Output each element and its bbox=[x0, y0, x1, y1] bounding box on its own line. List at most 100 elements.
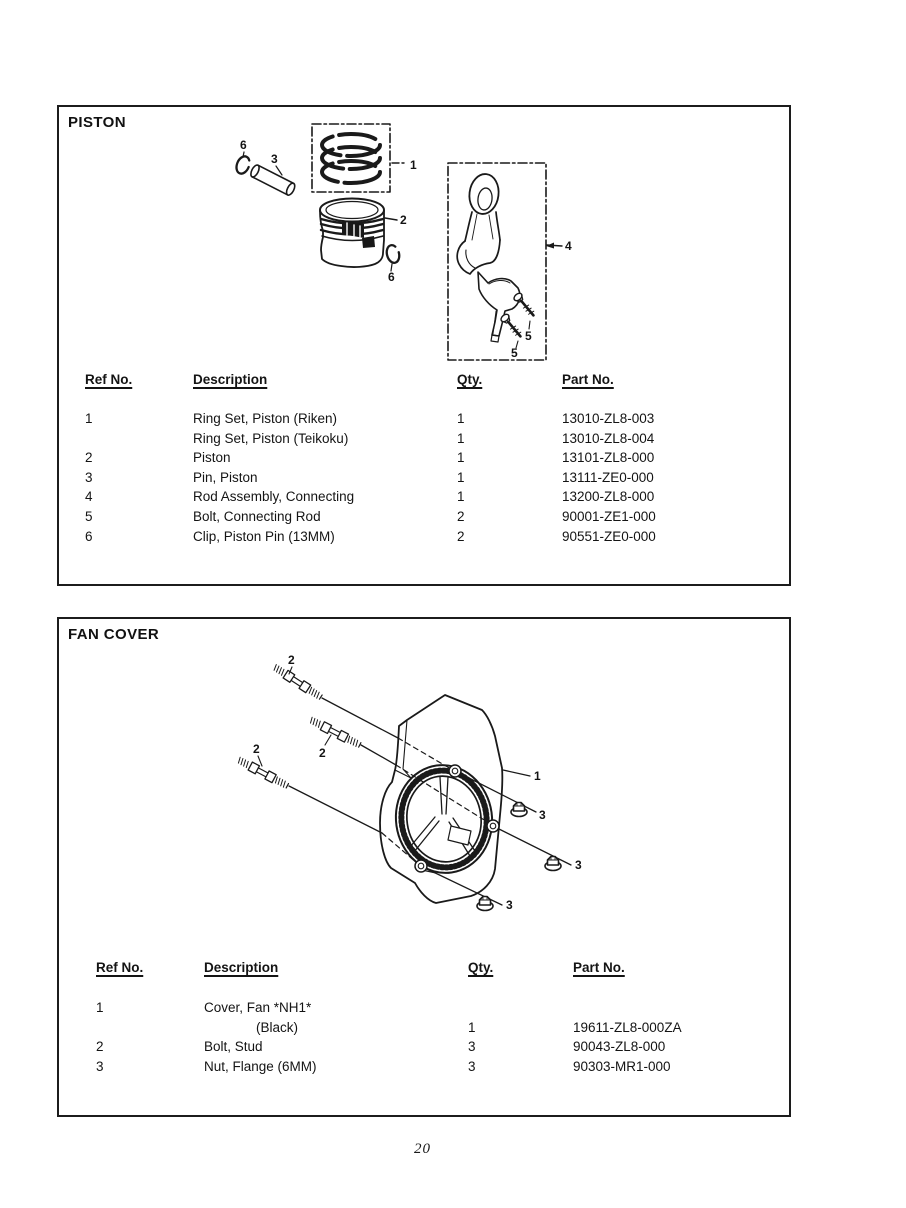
callout-nut-middle: 3 bbox=[575, 858, 582, 872]
callout-pin: 3 bbox=[271, 152, 278, 166]
cell-qty: 1 bbox=[457, 489, 465, 505]
flange-nut-middle-drawing: 3 bbox=[498, 828, 582, 872]
table-row: Ring Set, Piston (Teikoku) 1 13010-ZL8-0… bbox=[85, 429, 737, 449]
col-header-ref: Ref No. bbox=[96, 960, 144, 975]
col-header-part: Part No. bbox=[562, 372, 614, 387]
stud-bolt-top-drawing: 2 bbox=[273, 653, 399, 739]
cell-qty: 1 bbox=[457, 411, 465, 426]
callout-stud-bottom: 2 bbox=[253, 742, 260, 756]
cell-description: Ring Set, Piston (Riken) bbox=[193, 411, 338, 426]
table-row: 2 Piston 1 13101-ZL8-000 bbox=[85, 448, 737, 468]
table-row: 1 Cover, Fan *NH1* bbox=[96, 998, 748, 1018]
cell-description: Bolt, Stud bbox=[204, 1039, 263, 1055]
flange-nut-bottom-drawing: 3 bbox=[426, 868, 513, 912]
callout-nut-bottom: 3 bbox=[506, 898, 513, 912]
callout-clip-right: 6 bbox=[388, 270, 395, 284]
cell-description: (Black) bbox=[256, 1019, 299, 1035]
piston-drawing: 2 bbox=[319, 197, 407, 268]
cell-part: 19611-ZL8-000ZA bbox=[573, 1019, 682, 1035]
fan-cover-section-title: FAN COVER bbox=[68, 626, 160, 643]
ring-set-drawing: 1 bbox=[311, 123, 417, 193]
flange-nut-top-drawing: 3 bbox=[460, 773, 546, 822]
piston-parts-table: Ref No. Description Qty. Part No. 1 Ring… bbox=[85, 372, 737, 546]
callout-rod-assembly: 4 bbox=[565, 239, 572, 253]
table-row: 6 Clip, Piston Pin (13MM) 2 90551-ZE0-00… bbox=[85, 527, 737, 547]
rod-bolt-upper-drawing: 5 bbox=[513, 292, 535, 343]
table-row: (Black) 1 19611-ZL8-000ZA bbox=[96, 1018, 748, 1038]
col-header-description: Description bbox=[204, 960, 279, 975]
callout-nut-top: 3 bbox=[539, 808, 546, 822]
callout-bolt-upper: 5 bbox=[525, 329, 532, 343]
cell-ref: 2 bbox=[85, 450, 93, 466]
cell-ref: 3 bbox=[96, 1058, 104, 1074]
col-header-qty: Qty. bbox=[457, 372, 483, 387]
piston-pin-clip-right-drawing: 6 bbox=[385, 244, 401, 284]
cell-ref: 2 bbox=[96, 1039, 104, 1055]
cell-qty: 1 bbox=[457, 450, 465, 466]
callout-bolt-lower: 5 bbox=[511, 346, 518, 360]
cell-ref bbox=[85, 429, 193, 449]
cell-qty: 1 bbox=[457, 430, 465, 446]
piston-pin-clip-left-drawing: 6 bbox=[235, 138, 251, 175]
cell-description: Nut, Flange (6MM) bbox=[204, 1058, 317, 1074]
cell-part: 13010-ZL8-004 bbox=[562, 430, 655, 446]
cell-ref: 1 bbox=[96, 1000, 104, 1015]
cell-description: Ring Set, Piston (Teikoku) bbox=[193, 430, 349, 446]
cell-part bbox=[573, 998, 748, 1018]
table-header-row: Ref No. Description Qty. Part No. bbox=[96, 960, 748, 976]
cell-description: Rod Assembly, Connecting bbox=[193, 489, 355, 505]
cell-ref: 6 bbox=[85, 528, 93, 544]
callout-piston: 2 bbox=[400, 213, 407, 227]
cell-part: 13101-ZL8-000 bbox=[562, 450, 655, 466]
cell-qty: 1 bbox=[457, 469, 465, 485]
fan-cover-parts-table: Ref No. Description Qty. Part No. 1 Cove… bbox=[96, 960, 748, 1076]
piston-section-title: PISTON bbox=[68, 114, 126, 131]
cell-ref bbox=[96, 1018, 204, 1038]
cover-callout-group: 1 bbox=[502, 769, 541, 783]
callout-stud-middle: 2 bbox=[319, 746, 326, 760]
cell-ref: 3 bbox=[85, 469, 93, 485]
col-header-part: Part No. bbox=[573, 960, 625, 975]
table-row: 3 Pin, Piston 1 13111-ZE0-000 bbox=[85, 468, 737, 488]
callout-cover: 1 bbox=[534, 769, 541, 783]
cell-description: Pin, Piston bbox=[193, 469, 258, 485]
piston-section: PISTON 6 3 1 bbox=[57, 105, 791, 586]
table-row: 4 Rod Assembly, Connecting 1 13200-ZL8-0… bbox=[85, 487, 737, 507]
fan-cover-exploded-drawing: 2 2 bbox=[237, 653, 582, 912]
stud-bolt-bottom-drawing: 2 bbox=[237, 742, 383, 834]
table-row: 3 Nut, Flange (6MM) 3 90303-MR1-000 bbox=[96, 1057, 748, 1077]
cell-ref: 1 bbox=[85, 411, 93, 426]
cell-description: Piston bbox=[193, 450, 231, 466]
rod-bolt-lower-drawing: 5 bbox=[500, 313, 522, 360]
table-body: 1 Ring Set, Piston (Riken) 1 13010-ZL8-0… bbox=[85, 409, 737, 546]
callout-ring-set: 1 bbox=[410, 158, 417, 172]
table-row: 2 Bolt, Stud 3 90043-ZL8-000 bbox=[96, 1037, 748, 1057]
page-number: 20 bbox=[414, 1141, 431, 1157]
cell-part: 13200-ZL8-000 bbox=[562, 489, 655, 505]
callout-clip-left: 6 bbox=[240, 138, 247, 152]
cell-qty: 3 bbox=[468, 1058, 476, 1074]
fan-cover-section: FAN COVER bbox=[57, 617, 791, 1117]
cell-qty: 1 bbox=[468, 1019, 476, 1035]
piston-exploded-drawing: 6 3 1 bbox=[235, 123, 572, 361]
callout-stud-top: 2 bbox=[288, 653, 295, 667]
cell-part: 90043-ZL8-000 bbox=[573, 1039, 666, 1055]
table-row: 5 Bolt, Connecting Rod 2 90001-ZE1-000 bbox=[85, 507, 737, 527]
col-header-qty: Qty. bbox=[468, 960, 494, 975]
fan-opening-drawing bbox=[394, 764, 494, 874]
col-header-ref: Ref No. bbox=[85, 372, 133, 387]
cell-part: 13010-ZL8-003 bbox=[562, 411, 655, 426]
piston-pin-drawing: 3 bbox=[250, 152, 296, 196]
cell-description: Clip, Piston Pin (13MM) bbox=[193, 528, 335, 544]
table-row: 1 Ring Set, Piston (Riken) 1 13010-ZL8-0… bbox=[85, 409, 737, 429]
cell-qty bbox=[468, 998, 573, 1018]
table-header-row: Ref No. Description Qty. Part No. bbox=[85, 372, 737, 388]
cell-ref: 5 bbox=[85, 508, 93, 524]
cell-part: 90001-ZE1-000 bbox=[562, 508, 656, 524]
cell-part: 90303-MR1-000 bbox=[573, 1058, 671, 1074]
cell-part: 13111-ZE0-000 bbox=[562, 469, 654, 485]
cell-qty: 3 bbox=[468, 1039, 476, 1055]
connecting-rod-drawing: 4 bbox=[447, 162, 572, 361]
cell-description: Cover, Fan *NH1* bbox=[204, 1000, 312, 1015]
